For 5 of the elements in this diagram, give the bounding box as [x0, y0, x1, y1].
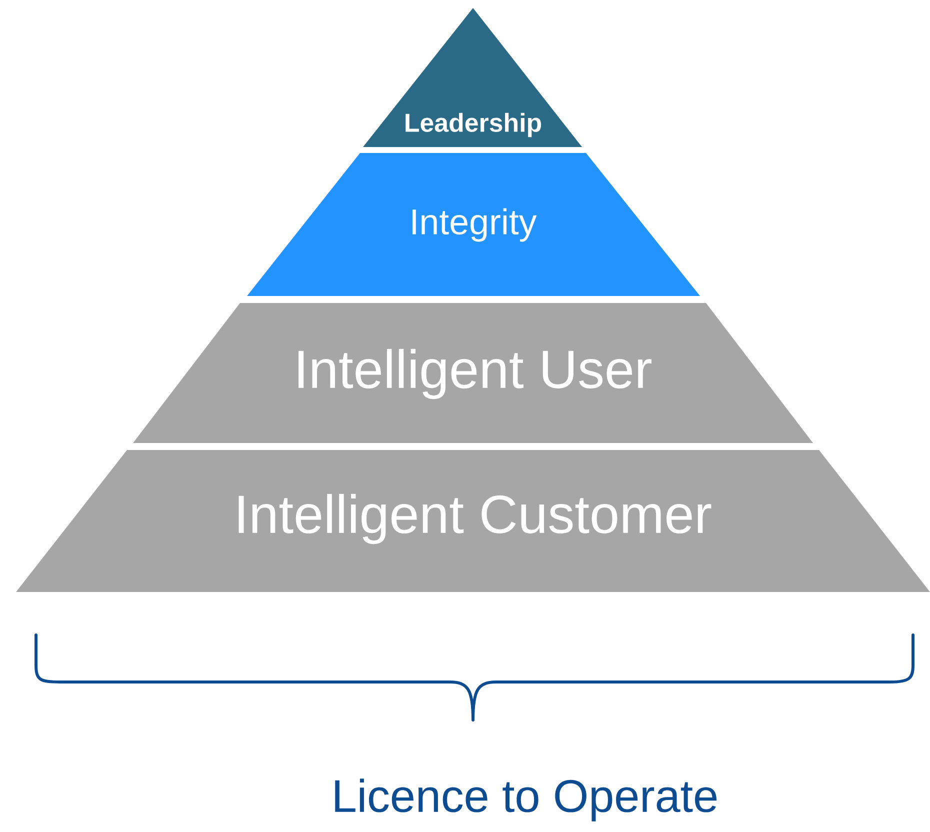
pyramid-layer: Integrity: [247, 153, 700, 296]
caption-label: Licence to Operate: [335, 778, 717, 822]
pyramid-layer: Intelligent Customer: [16, 450, 930, 592]
pyramid-layer: Leadership: [363, 8, 582, 147]
pyramid-layer: Intelligent User: [133, 303, 813, 443]
